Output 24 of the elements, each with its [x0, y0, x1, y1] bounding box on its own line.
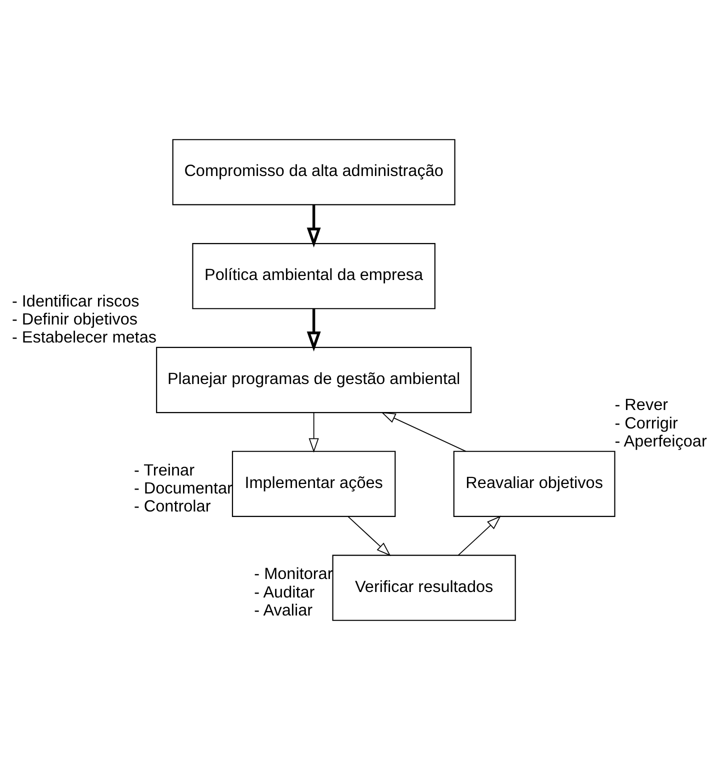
node-label: - Auditar [254, 582, 315, 601]
node-box: Implementar ações [232, 450, 396, 516]
node-label: - Avaliar [254, 600, 313, 619]
node-label: - Corrigir [614, 414, 678, 432]
arrow [458, 515, 502, 556]
node-label: - Rever [614, 396, 668, 414]
node-label: - Controlar [134, 496, 211, 515]
arrow [381, 412, 466, 452]
node-label: - Documentar [134, 478, 232, 497]
node-label: - Definir objetivos [12, 310, 138, 328]
node-box: Planejar programas de gestão ambiental [156, 346, 472, 413]
node-label: - Estabelecer metas [12, 328, 156, 346]
node-label: - Aperfeiçoar [614, 432, 707, 450]
node-label: - Treinar [134, 460, 194, 479]
node-box: Compromisso da alta administração [172, 138, 456, 205]
node-box: Reavaliar objetivos [453, 450, 616, 516]
arrow [306, 308, 321, 351]
node-box: Política ambiental da empresa [192, 242, 436, 309]
arrow [306, 204, 321, 248]
node-label: - Monitorar [254, 564, 333, 583]
arrow [308, 412, 319, 452]
node-box: Verificar resultados [332, 554, 516, 620]
arrow [348, 516, 391, 556]
node-label: - Identificar riscos [12, 292, 140, 310]
